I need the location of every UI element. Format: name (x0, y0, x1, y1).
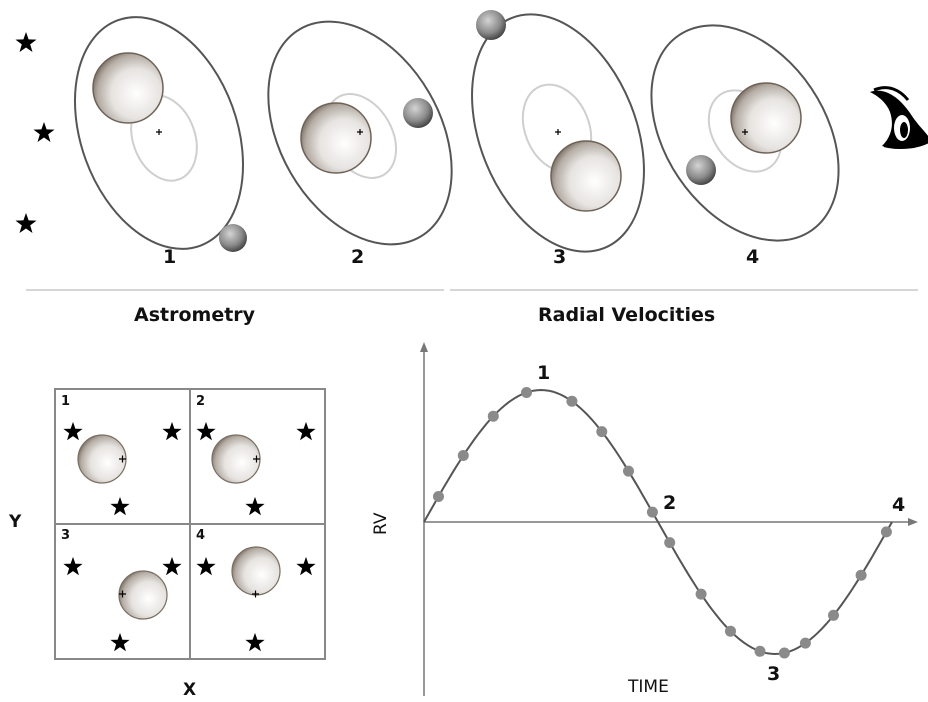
grid-cell-label-4: 4 (196, 528, 206, 543)
planet-icon (403, 98, 433, 128)
planet-orbit (650, 24, 840, 242)
host-star (118, 570, 168, 620)
barycenter-marker (156, 129, 162, 135)
barycenter-marker (252, 590, 259, 598)
rv-data-point (695, 588, 707, 600)
rv-data-point (778, 647, 790, 659)
host-star (92, 52, 164, 124)
grid-y-label: Y (9, 512, 22, 532)
host-star (231, 546, 281, 596)
rv-data-point (725, 625, 736, 637)
phase-label-4: 4 (746, 246, 760, 268)
planet-icon (686, 155, 716, 185)
grid-cell-4 (196, 546, 316, 652)
star-icon (296, 421, 316, 441)
grid-x-label: X (183, 680, 197, 700)
phase-label-3: 3 (553, 246, 567, 268)
star-icon (245, 496, 265, 516)
rv-data-point (855, 569, 867, 581)
star-icon (110, 632, 130, 652)
x-axis-arrow (908, 518, 918, 526)
planet-icon (476, 10, 506, 40)
star-icon (196, 556, 216, 576)
grid-cell-3 (63, 556, 182, 652)
rv-phase-label-2: 2 (663, 492, 677, 514)
phase-label-1: 1 (163, 246, 177, 268)
rv-data-point (828, 609, 839, 621)
star-icon (63, 556, 83, 576)
phase-label-2: 2 (351, 246, 365, 268)
radial-velocities-title: Radial Velocities (538, 304, 716, 326)
star-icon (162, 421, 182, 441)
grid-cell-2 (196, 421, 316, 516)
eye-icon (870, 86, 928, 149)
rv-data-point (566, 395, 578, 407)
rv-data-point (487, 410, 499, 422)
rv-data-point (880, 526, 892, 538)
orbit-panel-3 (471, 10, 645, 253)
planet-orbit (267, 20, 453, 246)
grid-cell-1 (63, 421, 182, 516)
planet-icon (219, 224, 247, 252)
star-icon (15, 213, 37, 233)
rv-curve (423, 388, 893, 656)
orbit-panel-2 (267, 20, 453, 246)
rv-data-point (623, 465, 634, 477)
planet-orbit (471, 13, 645, 253)
rv-data-point (596, 426, 608, 438)
rv-points (433, 387, 892, 659)
star-icon (110, 496, 130, 516)
barycenter-marker (357, 129, 363, 135)
rv-data-point (521, 387, 532, 398)
barycenter-marker (555, 129, 561, 135)
orbit-panel-1 (73, 16, 247, 252)
rv-data-point (646, 506, 658, 518)
star-icon (15, 32, 37, 52)
rv-data-point (457, 450, 469, 461)
rv-data-point (433, 491, 444, 502)
rv-phase-label-1: 1 (537, 362, 551, 384)
star-icon (245, 632, 265, 652)
host-star (730, 82, 802, 154)
grid-cell-label-3: 3 (61, 528, 71, 543)
rv-phase-label-4: 4 (892, 494, 906, 516)
orbit-panel-4 (650, 24, 840, 242)
star-icon (63, 421, 83, 441)
barycenter-marker (253, 455, 260, 463)
rv-data-point (754, 645, 766, 657)
host-star (300, 102, 372, 174)
rv-phase-label-3: 3 (767, 663, 781, 685)
star-icon (296, 556, 316, 576)
reference-stars (15, 32, 55, 233)
rv-chart (420, 342, 918, 696)
grid-cell-label-1: 1 (61, 394, 71, 409)
star-icon (196, 421, 216, 441)
rv-y-label: RV (371, 512, 391, 535)
rv-data-point (664, 537, 676, 549)
host-star (211, 434, 261, 484)
rv-data-point (799, 637, 811, 649)
barycenter-marker (119, 455, 126, 463)
barycenter-marker (742, 129, 748, 135)
astrometry-title: Astrometry (134, 304, 256, 326)
astrometry-grid (54, 388, 326, 660)
host-star (77, 434, 127, 484)
rv-x-label: TIME (628, 677, 669, 697)
host-star (550, 140, 622, 212)
barycenter-marker (119, 590, 126, 598)
planet-orbit (73, 16, 245, 250)
star-icon (33, 122, 55, 142)
grid-cell-label-2: 2 (196, 394, 206, 409)
y-axis-arrow (420, 342, 428, 352)
star-icon (162, 556, 182, 576)
